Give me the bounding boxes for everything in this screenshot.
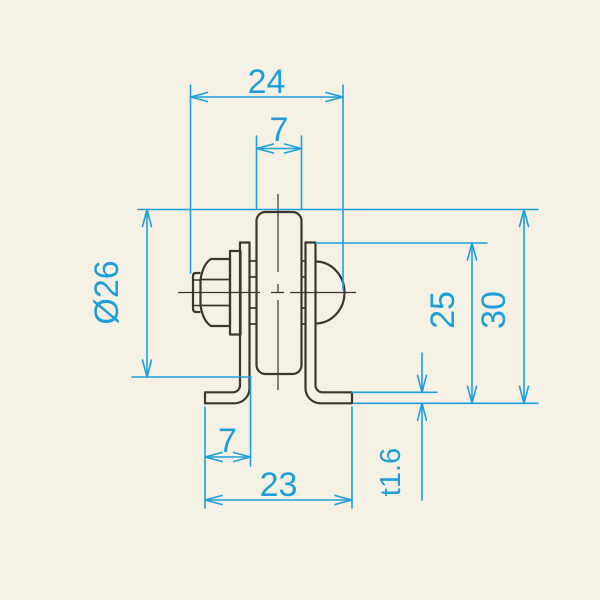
dim-23-arrows: [204, 494, 353, 506]
hub-spacer-left-bottom: [248, 307, 258, 325]
dim-dia26-label: Ø26: [88, 260, 126, 324]
hub-spacer-left-top: [248, 260, 258, 278]
dim-24-extension-lines: [189, 84, 344, 290]
hub-spacer-right-bottom: [300, 307, 307, 325]
dimension-line-group: [131, 84, 539, 509]
dim-7-top-arrows: [255, 143, 303, 154]
dim-24-arrows: [189, 91, 344, 103]
part-outline-group: [191, 210, 354, 405]
hub-spacer-right-top: [300, 260, 307, 278]
dimension-text-group: 24 7 Ø26 25 30 7 23 t1.6: [88, 63, 513, 504]
right-bracket-outline: [304, 241, 354, 405]
hex-nut-facet-lines: [199, 278, 231, 307]
dim-23-label: 23: [260, 466, 298, 504]
left-bracket-outline: [203, 241, 251, 405]
centerline-group: [178, 194, 356, 390]
dim-25-label: 25: [424, 291, 462, 329]
dim-24-label: 24: [248, 63, 286, 101]
bolt-end-chamfer-lines: [192, 279, 201, 307]
dim-25-arrows: [466, 242, 478, 405]
dim-dia26-arrows: [141, 208, 153, 378]
dim-t16-arrows: [416, 374, 428, 422]
hub-spacers: [248, 260, 307, 325]
dim-7-bottom-label: 7: [218, 422, 237, 460]
dim-t16-label: t1.6: [375, 448, 407, 496]
dim-30-label: 30: [475, 291, 513, 329]
dim-7-bottom-arrows: [204, 451, 252, 463]
dim-7-top-label: 7: [270, 111, 289, 149]
dim-30-arrows: [518, 208, 530, 405]
